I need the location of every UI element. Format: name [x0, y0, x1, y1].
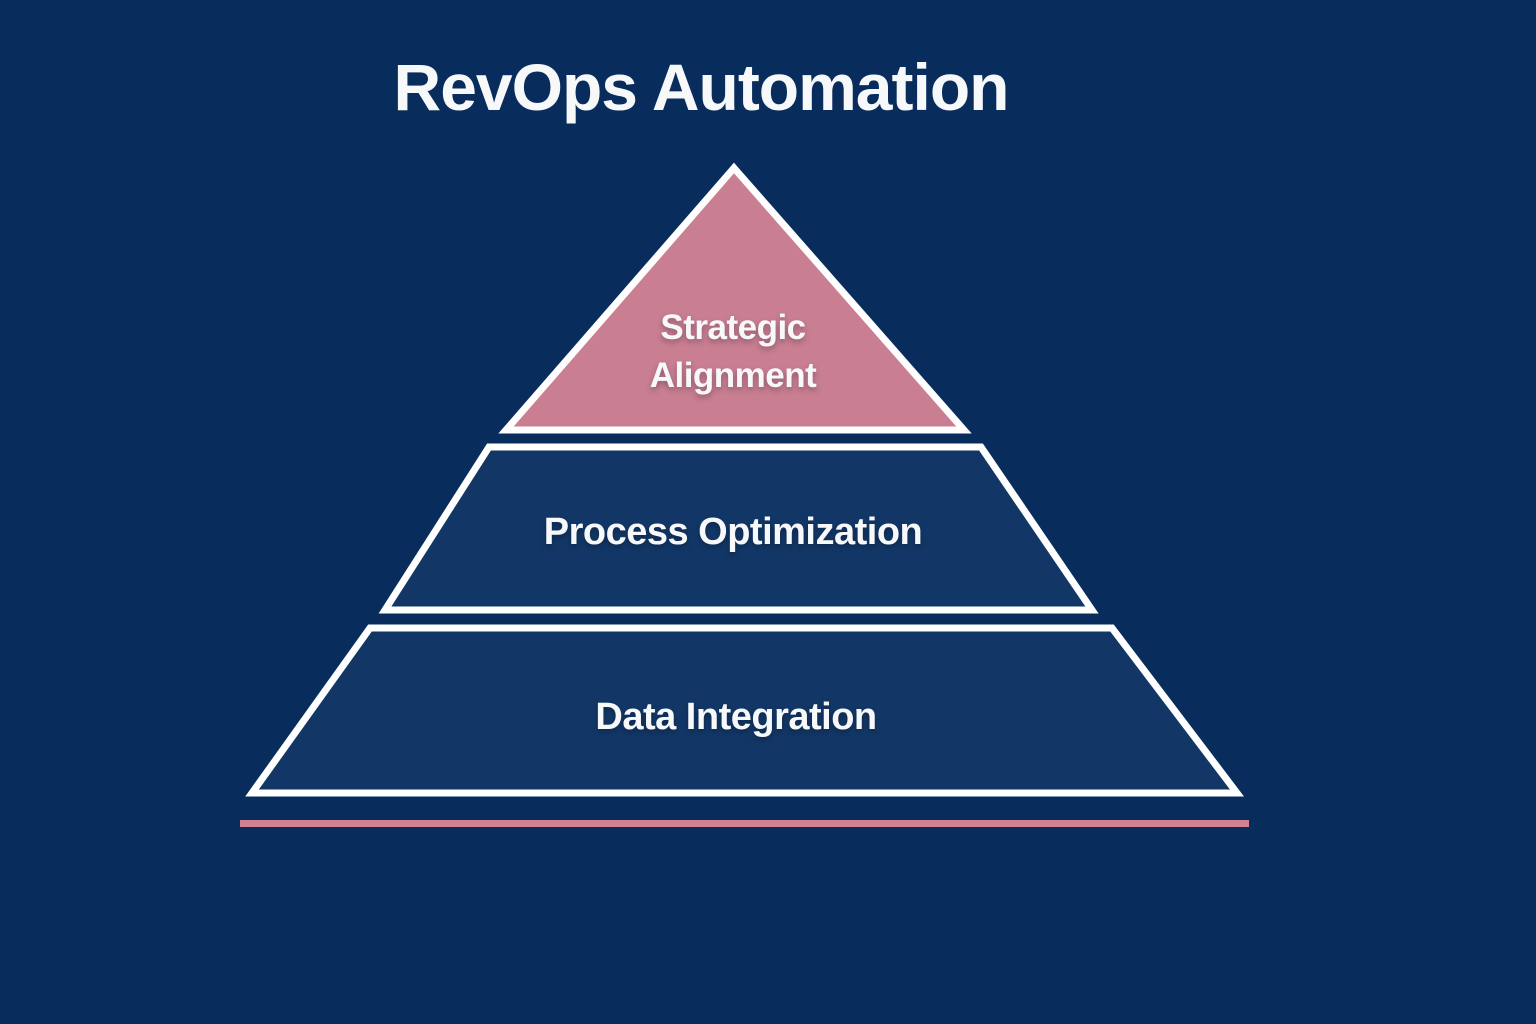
tier3-label: Data Integration [595, 696, 876, 738]
accent-underline [240, 820, 1249, 827]
tier1-label-line2: Alignment [650, 356, 817, 395]
tier1-triangle-shape [498, 162, 972, 434]
tier3-trapezoid-shape [245, 624, 1245, 797]
tier2-label: Process Optimization [544, 511, 923, 553]
page-title: RevOps Automation [394, 50, 1009, 124]
tier1-label-line1: Strategic [660, 308, 805, 347]
tier2-trapezoid-shape [378, 443, 1099, 614]
